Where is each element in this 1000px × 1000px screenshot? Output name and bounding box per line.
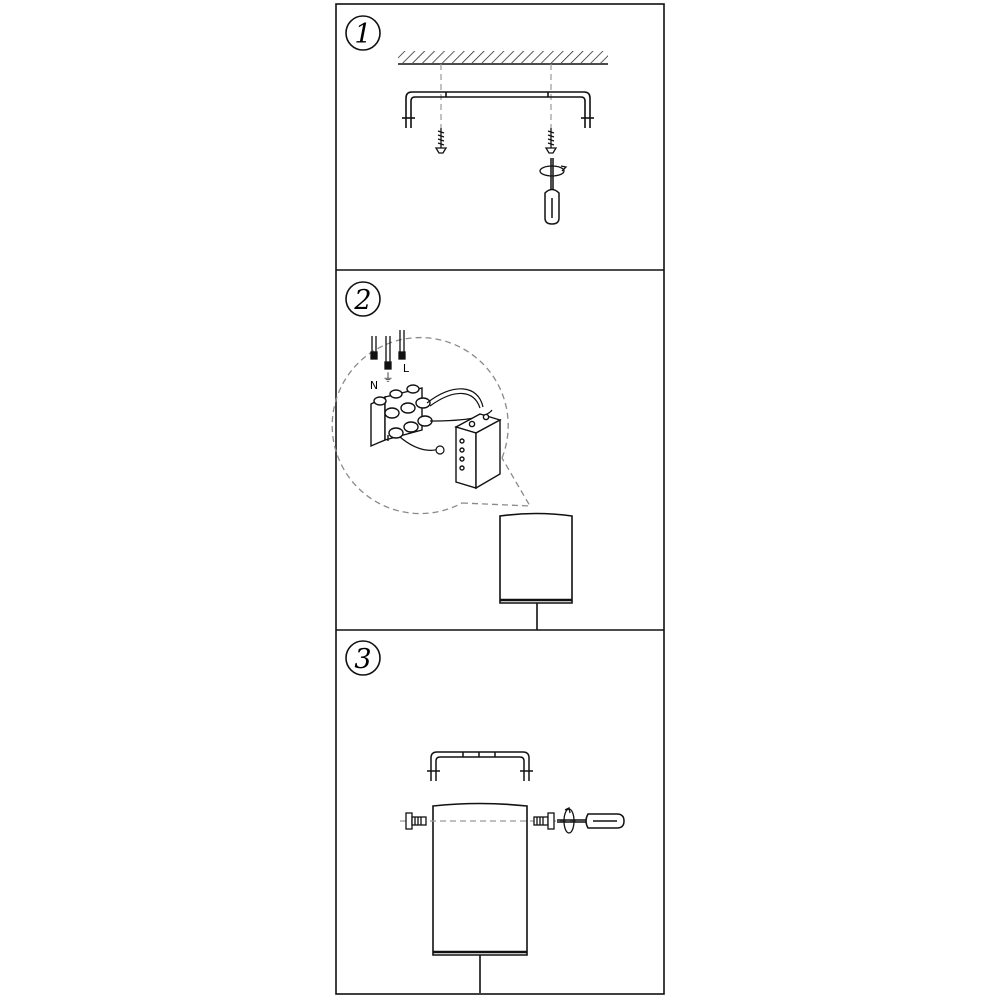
diagram-frame <box>335 3 665 995</box>
live-wire-label: L <box>403 362 410 375</box>
step-1-panel: 1 <box>345 15 608 225</box>
detail-callout <box>331 336 532 515</box>
step-1-badge: 1 <box>345 15 381 51</box>
terminal-block-icon <box>370 384 433 448</box>
step-3-panel: 3 <box>345 640 625 993</box>
step-2-badge: 2 <box>345 281 381 317</box>
step-3-badge: 3 <box>345 640 381 676</box>
screwdriver-icon <box>557 813 625 829</box>
alignment-guides <box>440 64 552 128</box>
set-screw-icon <box>405 812 427 830</box>
driver-box-icon <box>454 413 502 490</box>
screwdriver-icon <box>544 158 560 225</box>
mounting-bracket-icon <box>427 751 533 781</box>
rotation-arrow-icon <box>539 165 568 177</box>
ceiling-hatch-icon <box>398 51 608 65</box>
wall-screw-icon <box>434 128 448 154</box>
ground-ring-icon <box>435 445 445 455</box>
rotation-arrow-icon <box>563 807 575 834</box>
step-2-number: 2 <box>353 285 371 316</box>
step-3-number: 3 <box>354 644 371 675</box>
lamp-body-icon <box>499 512 573 630</box>
step-1-number: 1 <box>354 19 371 50</box>
mounting-bracket-icon <box>402 91 594 128</box>
lamp-body-icon <box>432 802 528 993</box>
set-screw-icon <box>533 812 555 830</box>
ground-symbol-icon: ⏚ <box>383 371 394 384</box>
supply-wires <box>370 330 406 370</box>
wall-screw-icon <box>544 128 558 154</box>
step-2-panel: 2 N ⏚ L <box>331 281 573 630</box>
neutral-wire-label: N <box>370 379 378 392</box>
